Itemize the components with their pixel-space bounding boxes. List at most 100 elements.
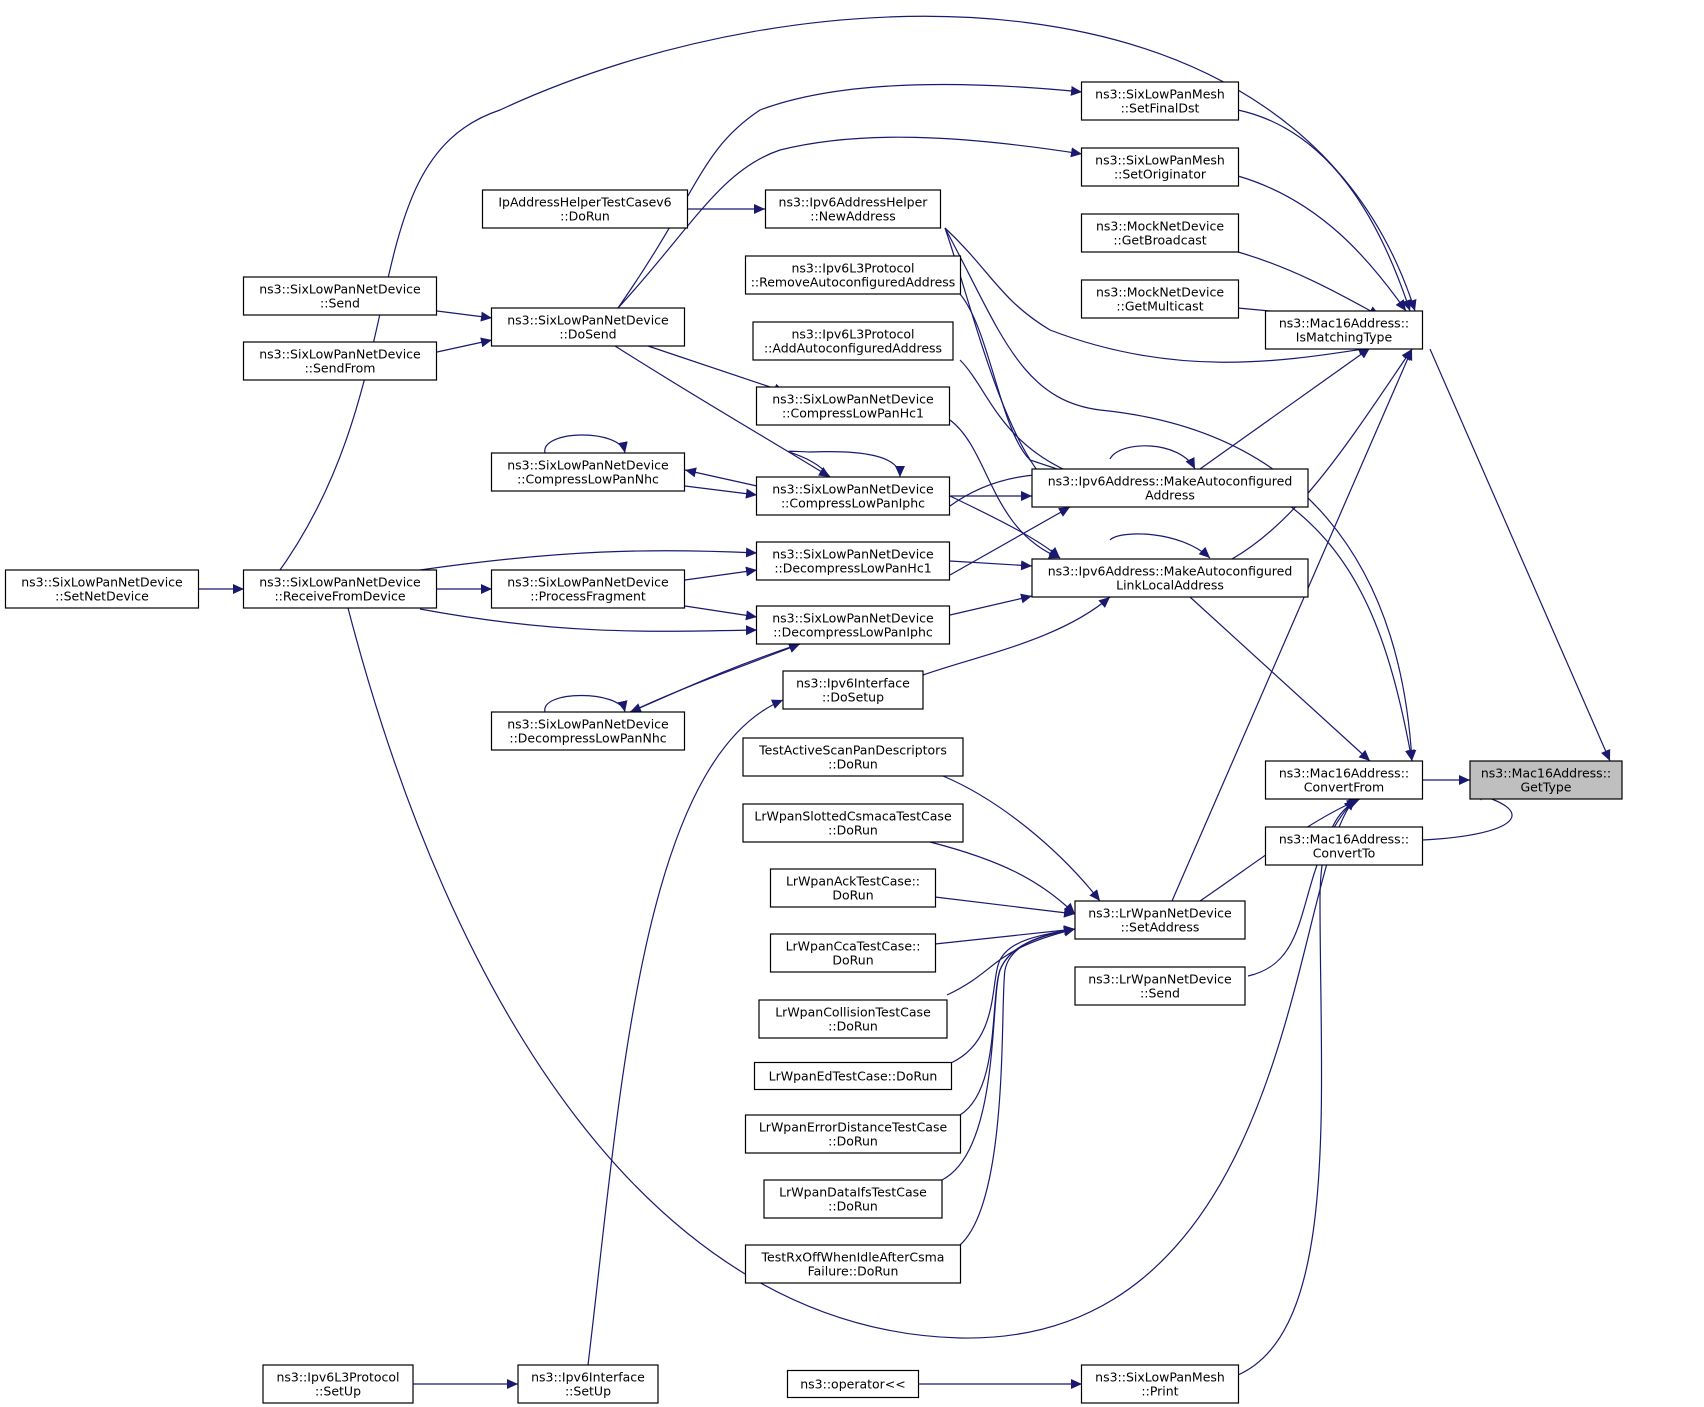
node-box: [1469, 760, 1623, 800]
edge-compresshc1-makeautoconfll: [949, 419, 1061, 559]
node-box: [1264, 310, 1424, 350]
node-box: [764, 189, 942, 229]
edge-setoriginator-ismatching: [1237, 175, 1407, 312]
node-lr-send[interactable]: ns3::LrWpanNetDevice::Send: [1074, 966, 1246, 1006]
node-make-autoconf-l-l[interactable]: ns3::Ipv6Address::MakeAutoconfiguredLink…: [1031, 558, 1309, 598]
node-label-line: ::DoRun: [828, 1019, 878, 1034]
node-get-type[interactable]: ns3::Mac16Address::GetType: [1469, 760, 1623, 800]
node-label-line: GetType: [1521, 780, 1572, 795]
node-label-line: ns3::SixLowPanMesh: [1095, 87, 1225, 102]
node-compress-hc1[interactable]: ns3::SixLowPanNetDevice::CompressLowPanH…: [755, 386, 951, 426]
node-box: [517, 1364, 659, 1404]
node-convert-from[interactable]: ns3::Mac16Address::ConvertFrom: [1264, 760, 1424, 800]
node-op-left-shift[interactable]: ns3::operator<<: [786, 1369, 920, 1399]
node-label-line: DoRun: [832, 953, 873, 968]
node-is-matching-type[interactable]: ns3::Mac16Address::IsMatchingType: [1264, 310, 1424, 350]
node-label-line: ::DecompressLowPanHc1: [774, 561, 931, 576]
edge-compressnhc-self: [544, 434, 628, 454]
node-label-line: LrWpanDataIfsTestCase: [779, 1185, 927, 1200]
node-ipv6-if-set-up[interactable]: ns3::Ipv6Interface::SetUp: [517, 1364, 659, 1404]
edge-setfinaldst-ismatching: [1237, 109, 1412, 312]
node-send[interactable]: ns3::SixLowPanNetDevice::Send: [242, 276, 438, 316]
edge-cca-setaddress: [934, 925, 1076, 945]
node-box: [755, 476, 951, 516]
node-label-line: ns3::SixLowPanNetDevice: [772, 482, 934, 497]
node-make-autoconf[interactable]: ns3::Ipv6Address::MakeAutoconfiguredAddr…: [1031, 468, 1309, 508]
node-decompress-iphc[interactable]: ns3::SixLowPanNetDevice::DecompressLowPa…: [755, 605, 951, 645]
node-mesh-set-final-dst[interactable]: ns3::SixLowPanMesh::SetFinalDst: [1080, 81, 1240, 121]
node-box: [744, 1114, 962, 1154]
node-do-send[interactable]: ns3::SixLowPanNetDevice::DoSend: [490, 307, 686, 347]
node-process-fragment[interactable]: ns3::SixLowPanNetDevice::ProcessFragment: [490, 569, 686, 609]
node-test-slotted[interactable]: LrWpanSlottedCsmacaTestCase::DoRun: [742, 803, 964, 843]
node-mesh-set-originator[interactable]: ns3::SixLowPanMesh::SetOriginator: [1080, 147, 1240, 187]
edge-makeautoconf-convertfrom: [1289, 505, 1415, 762]
node-box: [1031, 468, 1309, 508]
node-test-ed[interactable]: LrWpanEdTestCase::DoRun: [753, 1061, 953, 1091]
node-label-line: DoRun: [832, 888, 873, 903]
node-test-active-scan[interactable]: TestActiveScanPanDescriptors::DoRun: [742, 737, 964, 777]
node-ip-helper-test-do-run[interactable]: IpAddressHelperTestCasev6::DoRun: [481, 189, 689, 229]
node-box: [786, 1369, 920, 1399]
node-compress-nhc[interactable]: ns3::SixLowPanNetDevice::CompressLowPanN…: [490, 452, 686, 492]
node-ipv6-helper-new-address[interactable]: ns3::Ipv6AddressHelper::NewAddress: [764, 189, 942, 229]
node-label-line: ::Send: [1140, 986, 1180, 1001]
node-test-error-distance[interactable]: LrWpanErrorDistanceTestCase::DoRun: [744, 1114, 962, 1154]
edge-processfragment-decompressiphc: [684, 605, 758, 621]
node-label-line: ::SendFrom: [305, 361, 376, 376]
node-label-line: ConvertTo: [1313, 846, 1376, 861]
node-box: [763, 1179, 943, 1219]
node-receive-from-device[interactable]: ns3::SixLowPanNetDevice::ReceiveFromDevi…: [242, 569, 438, 609]
node-mock-get-broadcast[interactable]: ns3::MockNetDevice::GetBroadcast: [1080, 213, 1240, 253]
node-label-line: ::DoRun: [828, 1199, 878, 1214]
node-test-ack[interactable]: LrWpanAckTestCase::DoRun: [769, 868, 937, 908]
node-decompress-hc1[interactable]: ns3::SixLowPanNetDevice::DecompressLowPa…: [755, 541, 951, 581]
node-decompress-nhc[interactable]: ns3::SixLowPanNetDevice::DecompressLowPa…: [490, 711, 686, 751]
node-compress-iphc[interactable]: ns3::SixLowPanNetDevice::CompressLowPanI…: [755, 476, 951, 516]
node-label-line: ns3::SixLowPanNetDevice: [507, 313, 669, 328]
node-label-line: ns3::SixLowPanNetDevice: [507, 575, 669, 590]
edge-newaddress-ismatching: [944, 227, 1371, 363]
node-test-collision[interactable]: LrWpanCollisionTestCase::DoRun: [758, 999, 948, 1039]
node-box: [742, 803, 964, 843]
node-convert-to[interactable]: ns3::Mac16Address::ConvertTo: [1264, 826, 1424, 866]
node-label-line: ns3::operator<<: [800, 1377, 906, 1392]
node-label-line: ns3::Mac16Address::: [1279, 766, 1409, 781]
node-box: [490, 711, 686, 751]
node-mesh-print[interactable]: ns3::SixLowPanMesh::Print: [1080, 1364, 1240, 1404]
node-test-data-ifs[interactable]: LrWpanDataIfsTestCase::DoRun: [763, 1179, 943, 1219]
node-label-line: ::SetFinalDst: [1121, 101, 1200, 116]
node-lr-set-address[interactable]: ns3::LrWpanNetDevice::SetAddress: [1074, 900, 1246, 940]
node-mock-get-multicast[interactable]: ns3::MockNetDevice::GetMulticast: [1080, 279, 1240, 319]
node-box: [742, 737, 964, 777]
node-label-line: ns3::Ipv6L3Protocol: [791, 261, 914, 276]
node-label-line: Failure::DoRun: [808, 1264, 899, 1279]
edge-getbroadcast-ismatching: [1237, 251, 1381, 317]
node-send-from[interactable]: ns3::SixLowPanNetDevice::SendFrom: [242, 341, 438, 381]
node-l3-add-autoconf[interactable]: ns3::Ipv6L3Protocol::AddAutoconfiguredAd…: [752, 321, 954, 361]
edge-ack-setaddress: [934, 896, 1076, 918]
node-label-line: ::DoRun: [828, 823, 878, 838]
node-box: [242, 276, 438, 316]
node-label-line: ns3::SixLowPanNetDevice: [772, 547, 934, 562]
node-label-line: ns3::Ipv6Interface: [796, 676, 910, 691]
node-test-cca[interactable]: LrWpanCcaTestCase::DoRun: [769, 933, 937, 973]
node-label-line: ::SetUp: [315, 1384, 361, 1399]
node-label-line: ::CompressLowPanIphc: [781, 496, 925, 511]
node-label-line: ns3::SixLowPanNetDevice: [772, 392, 934, 407]
node-label-line: ns3::Mac16Address::: [1279, 832, 1409, 847]
node-l3-set-up[interactable]: ns3::Ipv6L3Protocol::SetUp: [262, 1364, 414, 1404]
node-box: [1080, 81, 1240, 121]
edge-ed-setaddress: [950, 925, 1076, 1064]
edge-send-dosend: [436, 310, 493, 322]
node-set-net-device[interactable]: ns3::SixLowPanNetDevice::SetNetDevice: [4, 569, 200, 609]
node-l3-remove-autoconf[interactable]: ns3::Ipv6L3Protocol::RemoveAutoconfigure…: [744, 255, 962, 295]
edge-newaddress-convertfrom: [944, 227, 1417, 762]
node-ipv6-if-do-setup[interactable]: ns3::Ipv6Interface::DoSetup: [782, 670, 924, 710]
edge-decompressiphc-decompressnhc: [629, 643, 801, 713]
node-label-line: ::SetAddress: [1121, 920, 1200, 935]
node-box: [755, 386, 951, 426]
node-box: [242, 569, 438, 609]
edge-processfragment-decompresshc1: [684, 566, 758, 581]
